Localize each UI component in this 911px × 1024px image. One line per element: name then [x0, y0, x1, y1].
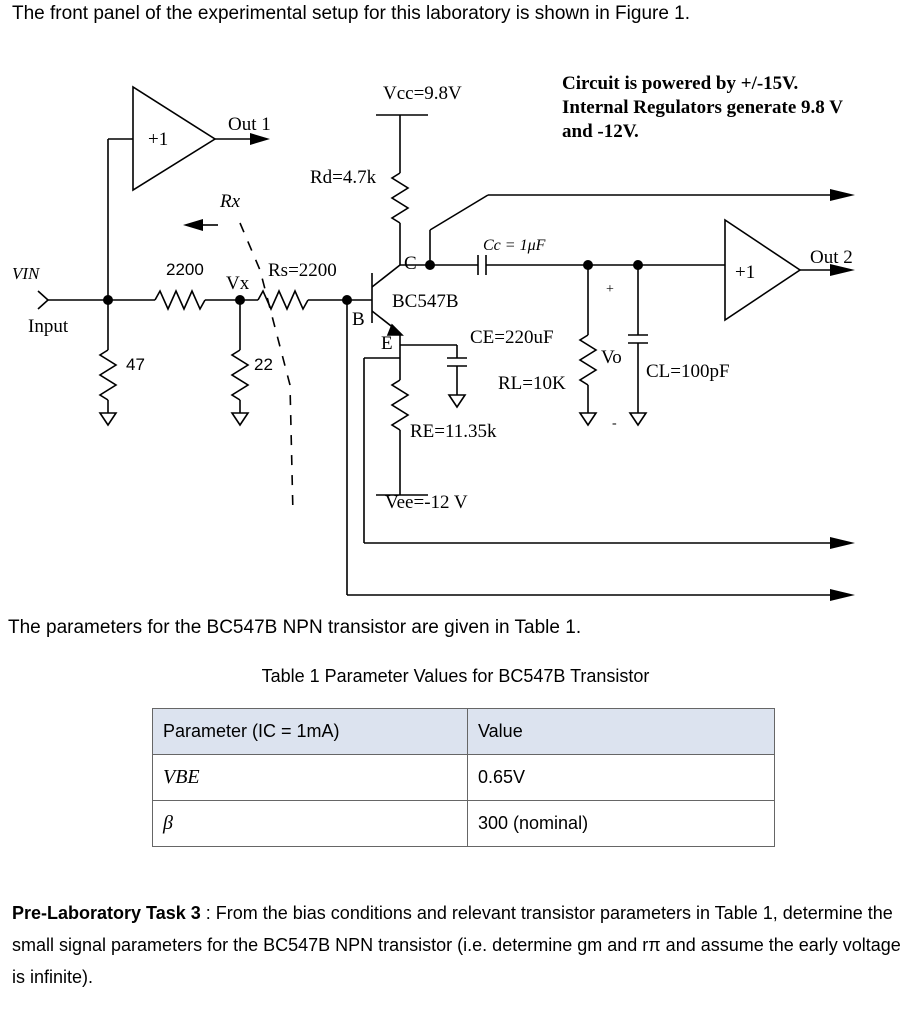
table-header-row: Parameter (IC = 1mA) Value [152, 708, 775, 755]
vo-label: Vo [601, 347, 622, 368]
vcc-label: Vcc=9.8V [383, 83, 462, 104]
transistor-label: BC547B [392, 291, 459, 312]
r22-label: 22 [254, 355, 273, 374]
minus-sign: - [612, 416, 617, 431]
pre-lab-task: Pre-Laboratory Task 3 : From the bias co… [12, 903, 901, 987]
circuit-schematic: Circuit is powered by +/-15V. Internal R… [12, 73, 855, 601]
note-line-1: Circuit is powered by +/-15V. [562, 73, 798, 94]
out1-label: Out 1 [228, 114, 271, 135]
intro-text: The front panel of the experimental setu… [12, 3, 691, 24]
ce-label: CE=220uF [470, 327, 554, 348]
vin-label: VIN [12, 264, 41, 283]
b-label: B [352, 309, 365, 330]
cc-label: Cc = 1μF [483, 237, 546, 254]
rx-label: Rx [219, 191, 241, 212]
buffer-2 [724, 218, 802, 322]
table-row: VBE 0.65V [152, 754, 775, 801]
param-vbe: VBE [163, 766, 200, 788]
task-label: Pre-Laboratory Task 3 [12, 903, 201, 923]
plus-sign: + [606, 282, 614, 297]
rd-label: Rd=4.7k [310, 167, 377, 188]
r47-label: 47 [126, 355, 145, 374]
header-parameter: Parameter (IC = 1mA) [152, 708, 468, 755]
table-caption: Table 1 Parameter Values for BC547B Tran… [261, 666, 650, 686]
note-line-2: Internal Regulators generate 9.8 V [562, 97, 843, 118]
e-label: E [381, 333, 393, 354]
task-text: From the bias conditions and relevant tr… [12, 903, 901, 987]
vee-label: Vee=-12 V [385, 492, 468, 513]
cl-label: CL=100pF [646, 361, 730, 382]
re-label: RE=11.35k [410, 421, 497, 442]
out2-label: Out 2 [810, 247, 853, 268]
header-value: Value [467, 708, 775, 755]
buffer-1 [132, 85, 217, 192]
vx-label: Vx [226, 273, 250, 294]
rs-label: Rs=2200 [268, 260, 337, 281]
table-row: β 300 (nominal) [152, 800, 775, 847]
value-beta: 300 (nominal) [467, 800, 775, 847]
input-label: Input [28, 316, 69, 337]
rl-label: RL=10K [498, 373, 566, 394]
input-terminal [37, 290, 50, 310]
note-line-3: and -12V. [562, 121, 639, 142]
value-vbe: 0.65V [467, 754, 775, 801]
param-beta: β [163, 812, 173, 834]
buffer2-gain: +1 [735, 262, 755, 283]
params-intro: The parameters for the BC547B NPN transi… [8, 617, 582, 638]
parameter-table: Parameter (IC = 1mA) Value VBE 0.65V β 3… [152, 708, 775, 847]
c-label: C [404, 253, 417, 274]
r2200-label: 2200 [166, 260, 204, 279]
buffer1-gain: +1 [148, 129, 168, 150]
